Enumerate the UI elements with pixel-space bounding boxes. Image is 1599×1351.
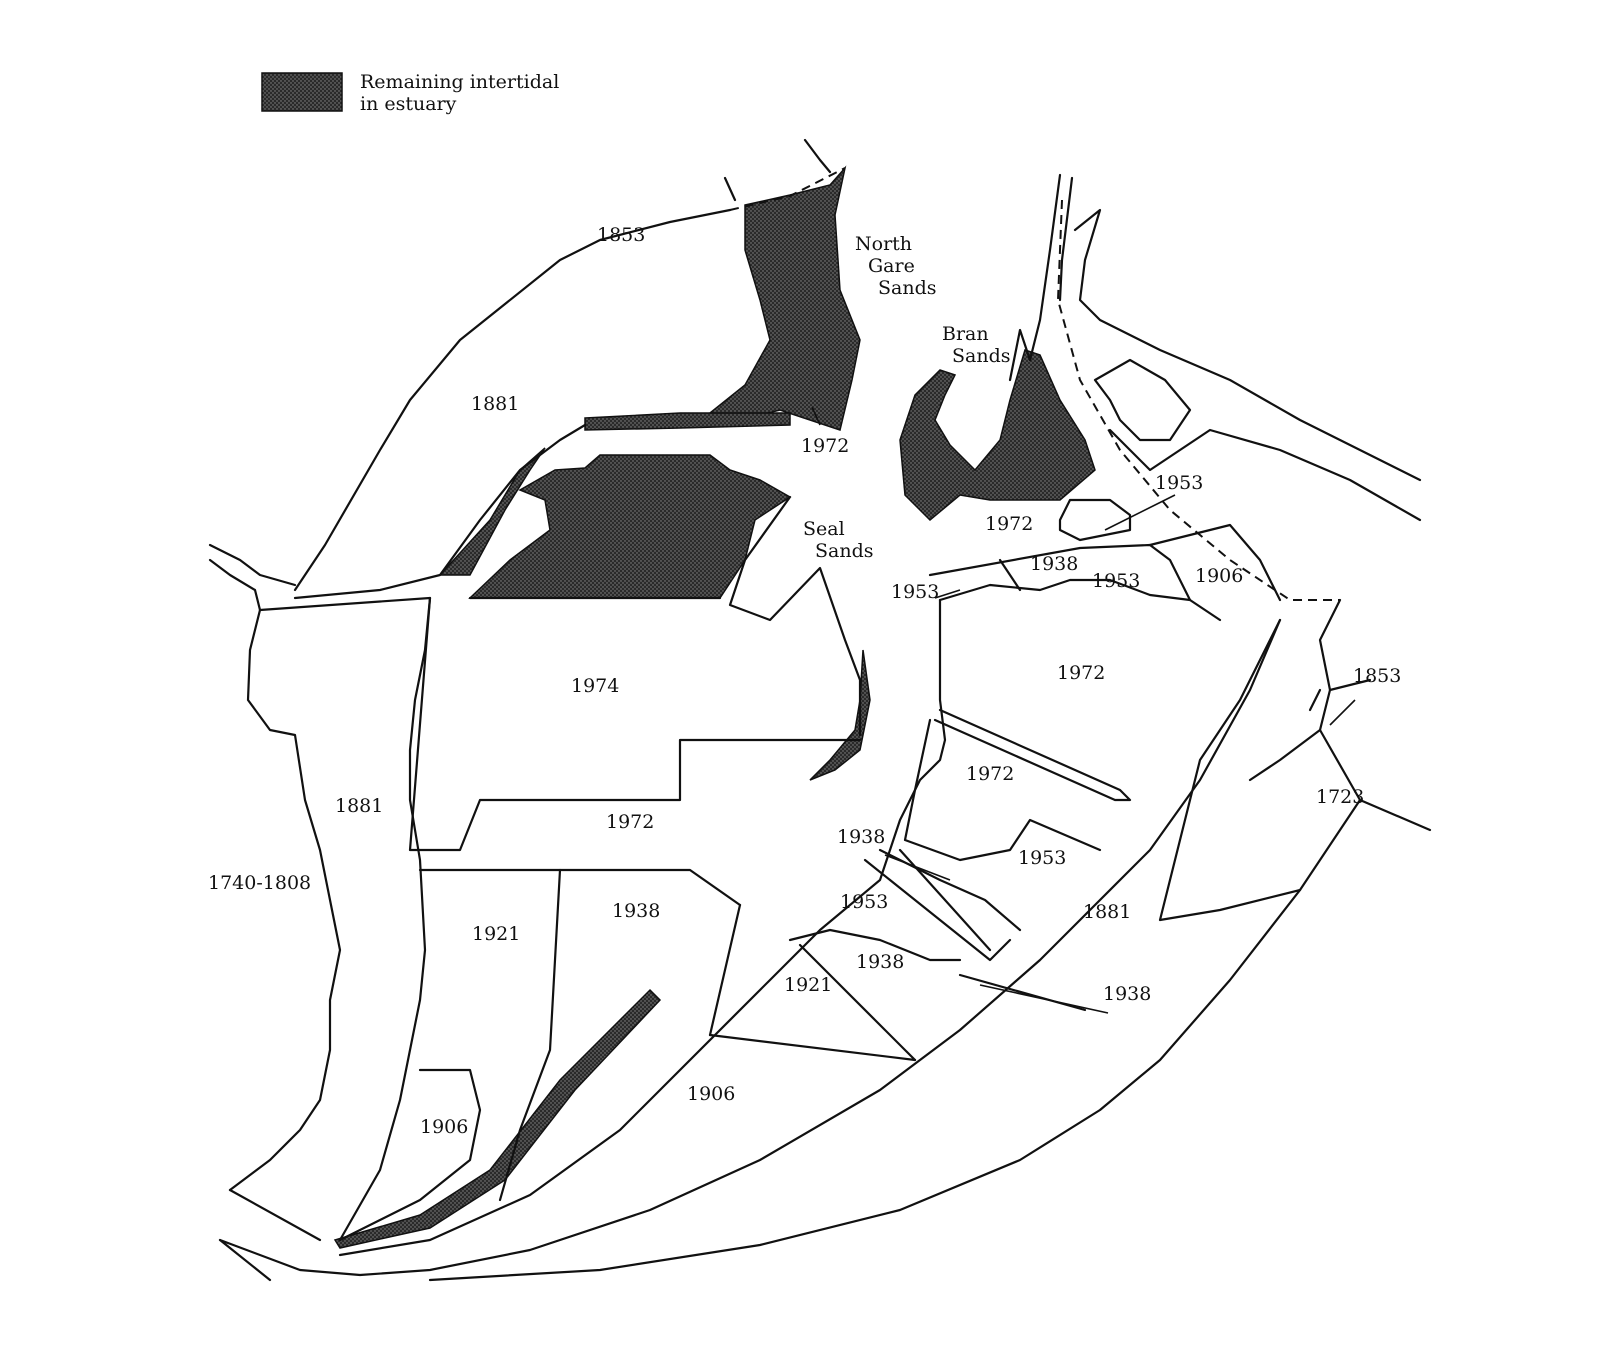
label-north: North	[855, 233, 912, 255]
date-labels: 1853 1881 1972 1953 1972 1938 1953 1906 …	[208, 224, 1401, 1138]
east-bank-strip	[809, 649, 871, 781]
date-1906-b: 1906	[687, 1083, 735, 1105]
legend-text-2: in estuary	[360, 93, 457, 115]
date-1938-e: 1938	[856, 951, 904, 973]
date-1953-a: 1953	[1092, 570, 1140, 592]
channel-strip	[584, 412, 791, 431]
label-seal-sands: Sands	[815, 540, 874, 562]
bran-sands-area	[899, 349, 1096, 522]
date-1938-b: 1938	[837, 826, 885, 848]
label-north-gare-sands: Sands	[878, 277, 937, 299]
date-1972-gare: 1972	[801, 435, 849, 457]
date-1921-b: 1921	[784, 974, 832, 996]
date-1938-d: 1938	[1103, 983, 1151, 1005]
date-1972-d: 1972	[606, 811, 654, 833]
date-1906-c: 1906	[420, 1116, 468, 1138]
date-1921-a: 1921	[472, 923, 520, 945]
date-1906-a: 1906	[1195, 565, 1243, 587]
intertidal-areas	[333, 165, 1096, 1249]
label-gare: Gare	[868, 255, 915, 277]
date-1853-north: 1853	[597, 224, 645, 246]
label-bran: Bran	[942, 323, 989, 345]
legend-text-1: Remaining intertidal	[360, 71, 559, 93]
label-bran-sands: Sands	[952, 345, 1011, 367]
date-1972-c: 1972	[966, 763, 1014, 785]
seal-sands-west-strip	[438, 447, 546, 576]
date-1723: 1723	[1316, 786, 1364, 808]
date-1881-north: 1881	[471, 393, 519, 415]
date-1740-1808: 1740-1808	[208, 872, 311, 894]
legend-swatch	[261, 72, 343, 112]
north-gare-sands-area	[707, 165, 861, 431]
date-1974: 1974	[571, 675, 619, 697]
date-1881-e: 1881	[1083, 901, 1131, 923]
place-labels: North Gare Sands Bran Sands Seal Sands	[803, 233, 1011, 562]
date-1953-bran: 1953	[1155, 472, 1203, 494]
south-channel-strip	[333, 988, 662, 1249]
boundaries	[208, 138, 1432, 1282]
date-1972-bran: 1972	[985, 513, 1033, 535]
date-1938-c: 1938	[612, 900, 660, 922]
date-1953-b: 1953	[891, 581, 939, 603]
legend: Remaining intertidal in estuary	[261, 71, 559, 115]
date-1938-a: 1938	[1030, 553, 1078, 575]
label-seal: Seal	[803, 518, 845, 540]
date-1972-mid: 1972	[1057, 662, 1105, 684]
date-1881-west: 1881	[335, 795, 383, 817]
date-1953-d: 1953	[840, 891, 888, 913]
date-1853-east: 1853	[1353, 665, 1401, 687]
date-1953-c: 1953	[1018, 847, 1066, 869]
